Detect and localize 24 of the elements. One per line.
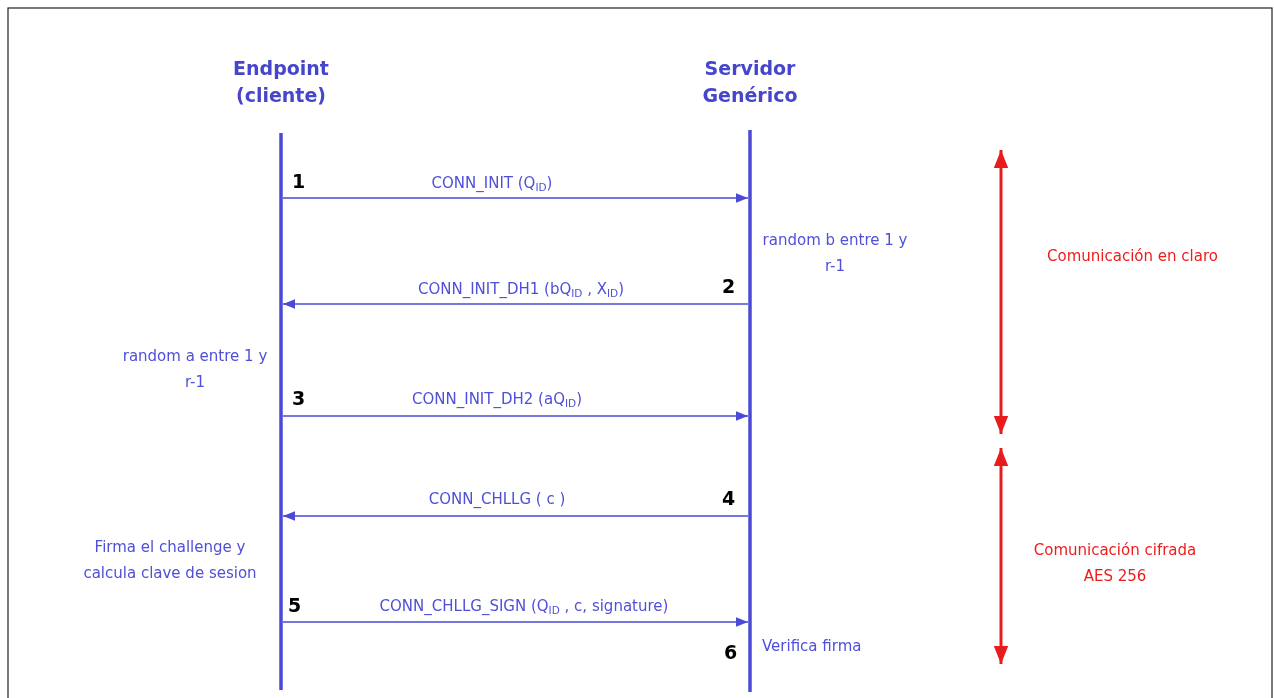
message-arrow bbox=[282, 411, 749, 421]
step-number: 4 bbox=[722, 488, 736, 508]
message-arrow bbox=[282, 299, 749, 309]
step-note: Verifica firma bbox=[762, 636, 863, 657]
message-label: CONN_INIT_DH1 (bQ$_{ID}$ , X$_{ID}$) bbox=[417, 280, 625, 298]
participant-name: Servidor Genérico bbox=[701, 56, 799, 108]
step-number: 3 bbox=[292, 388, 306, 408]
step-note: Firma el challenge y calcula clave de sesion bbox=[82, 537, 258, 584]
message-arrow bbox=[282, 617, 749, 627]
step-number: 2 bbox=[722, 276, 736, 296]
step-number: 5 bbox=[288, 595, 302, 615]
message-label: CONN_CHLLG_SIGN (Q$_{ID}$ , c, signature) bbox=[379, 597, 669, 615]
phase-label: Comunicación en claro bbox=[1046, 246, 1219, 267]
message-label: CONN_INIT (Q$_{ID}$) bbox=[431, 174, 553, 192]
step-number: 1 bbox=[292, 171, 306, 191]
step-note: random a entre 1 y r-1 bbox=[121, 346, 269, 393]
phase-label: Comunicación cifrada AES 256 bbox=[1032, 540, 1198, 587]
message-label: CONN_INIT_DH2 (aQ$_{ID}$) bbox=[412, 390, 582, 408]
message-arrow bbox=[282, 193, 749, 203]
participant-name: Endpoint (cliente) bbox=[232, 56, 330, 108]
message-arrow bbox=[282, 511, 749, 521]
step-note: random b entre 1 y r-1 bbox=[761, 230, 909, 277]
message-label: CONN_CHLLG ( c ) bbox=[428, 490, 566, 508]
step-number: 6 bbox=[724, 642, 738, 662]
